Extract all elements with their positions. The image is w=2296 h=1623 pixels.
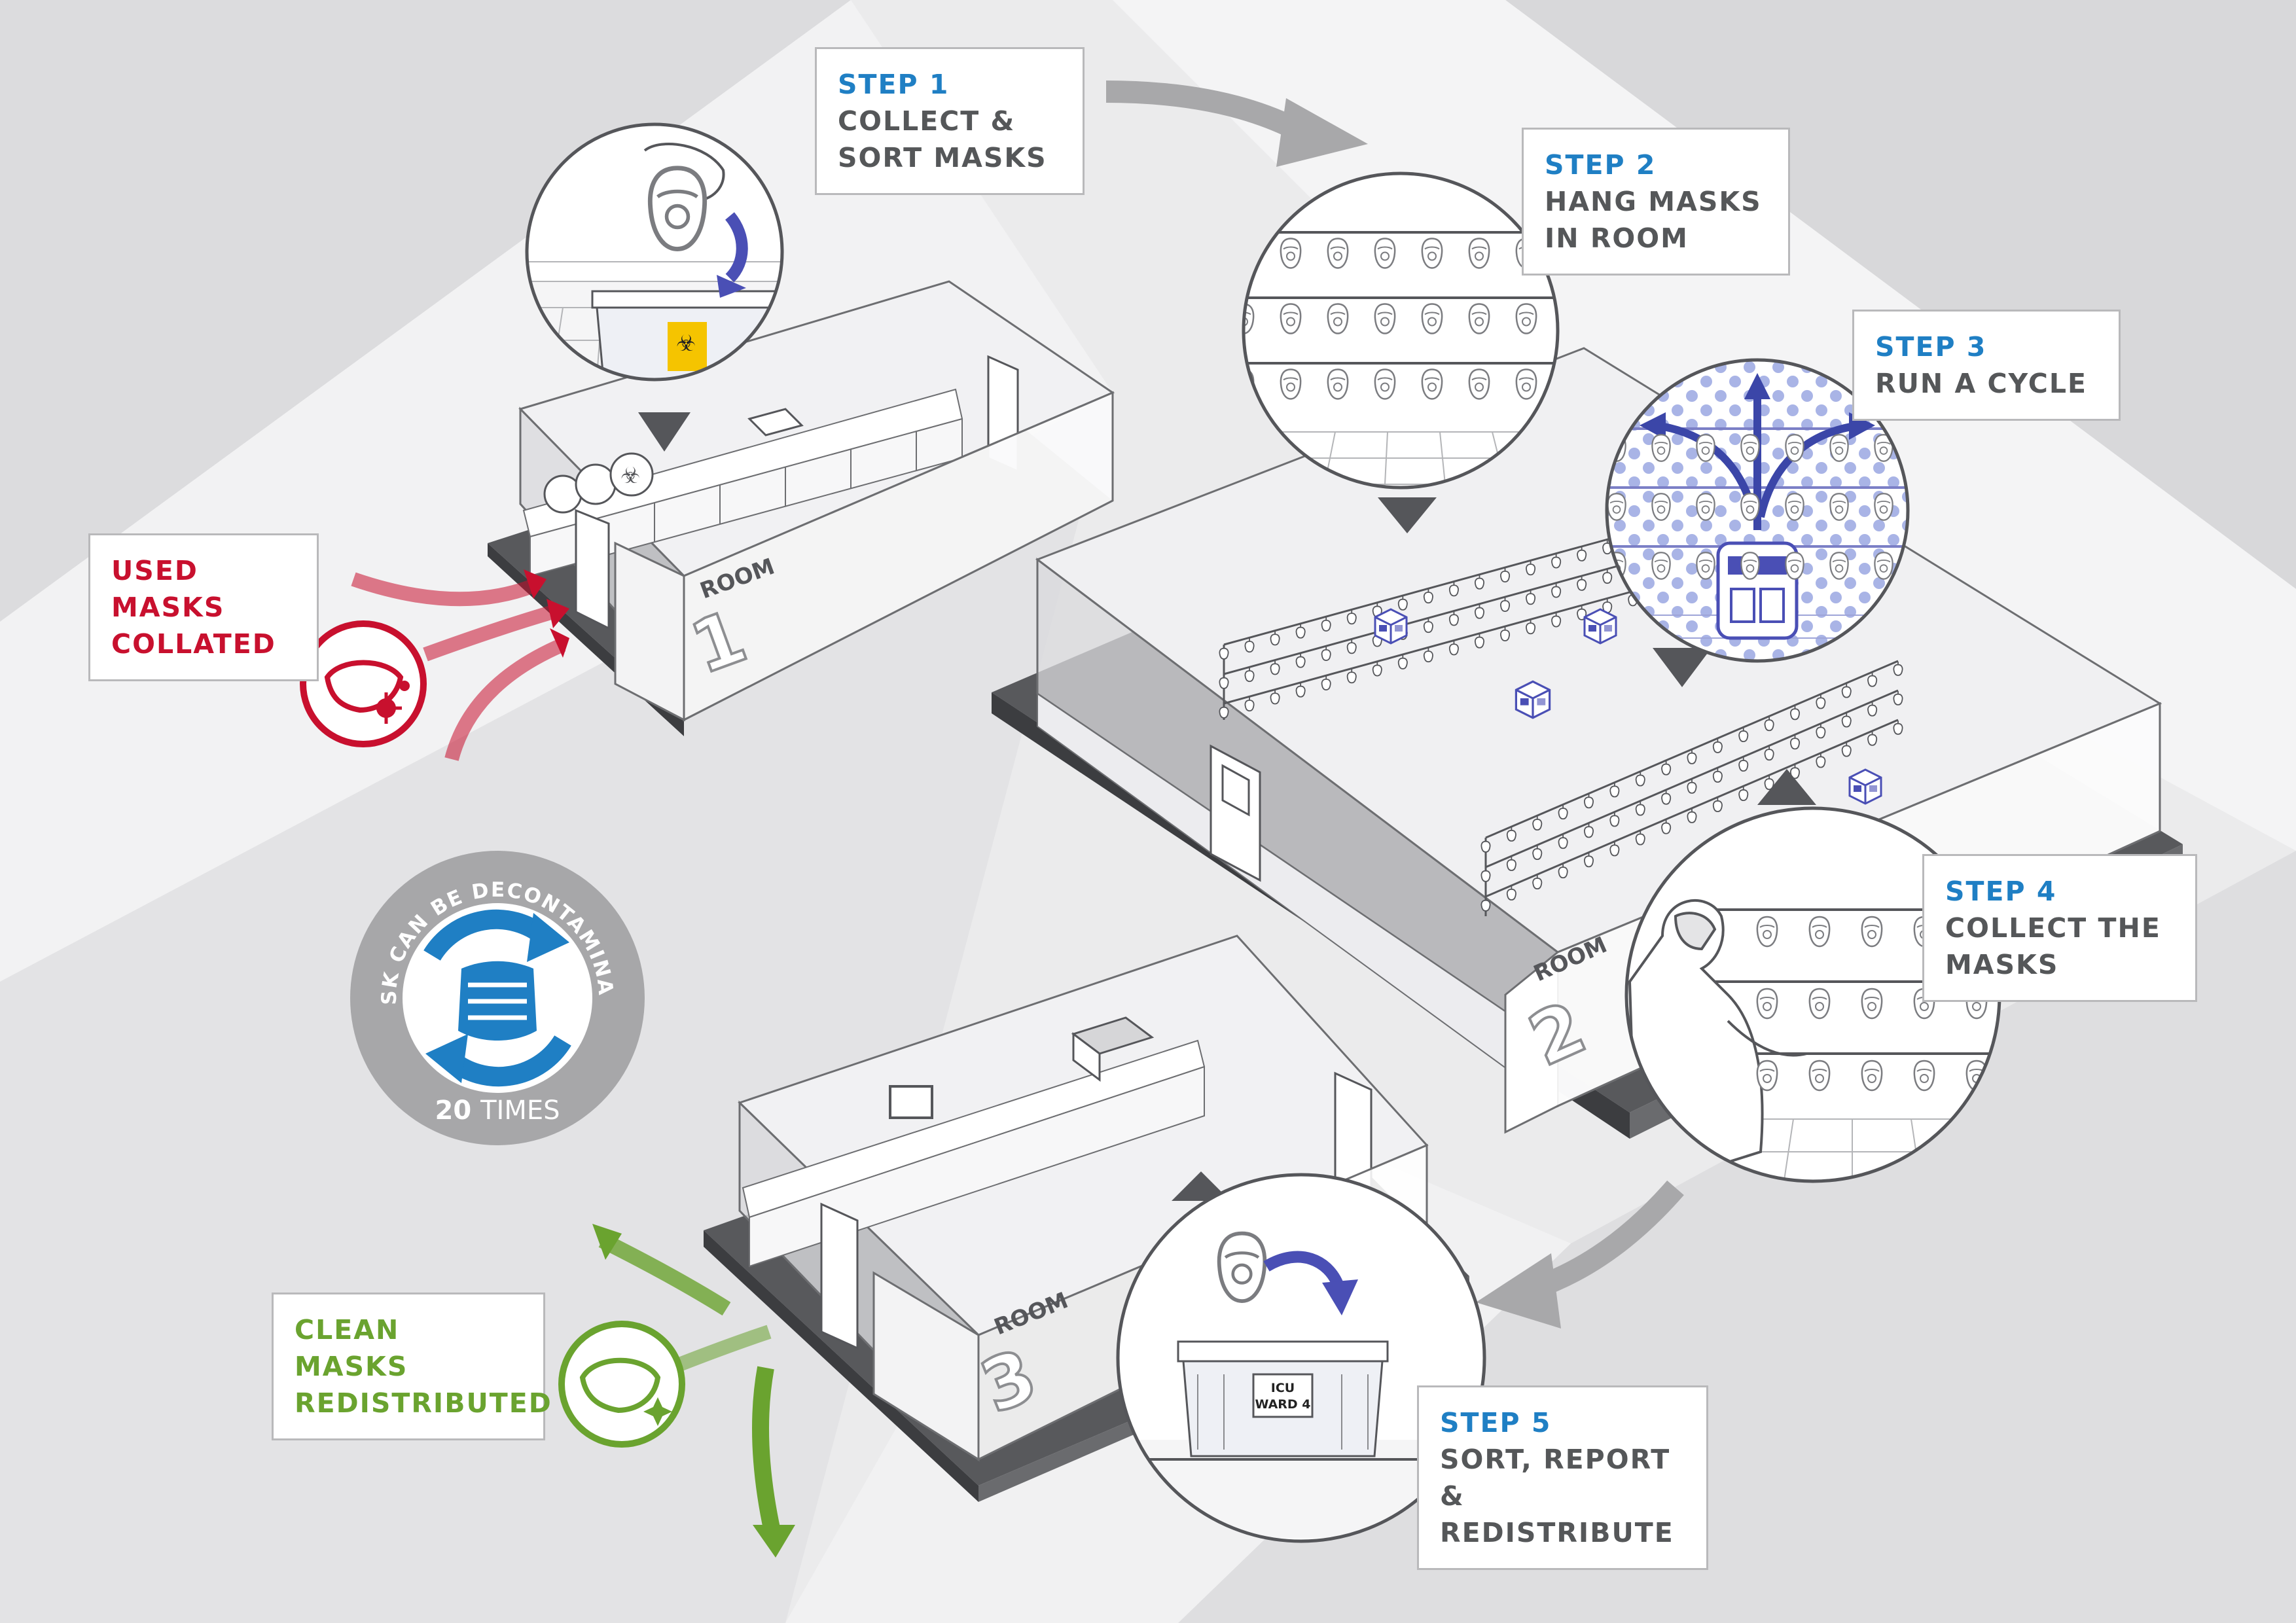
used-masks-line-1: USED MASKS <box>111 555 225 623</box>
decontamination-device-icon <box>1848 768 1882 805</box>
biohazard-bags: ☣ <box>543 452 654 514</box>
clean-mask-sparkle-icon <box>558 1321 685 1448</box>
mask-icon <box>1515 368 1537 400</box>
mask-icon <box>1740 552 1760 580</box>
step-4-text-line-1: COLLECT THE <box>1945 912 2161 944</box>
mask-icon <box>1607 493 1626 522</box>
step-1-callout: STEP 1 COLLECT & SORT MASKS <box>815 47 1085 195</box>
mask-icon <box>1651 493 1671 522</box>
mask-icon <box>1327 303 1349 334</box>
step-2-illustration <box>1242 171 1560 533</box>
mask-icon <box>1785 493 1804 522</box>
step-5-label: STEP 5 <box>1440 1407 1552 1438</box>
mask-icon <box>1219 1234 1265 1302</box>
mask-icon <box>1515 303 1537 334</box>
clean-masks-line-2: REDISTRIBUTED <box>295 1387 552 1419</box>
recycle-mask-icon <box>458 961 537 1041</box>
mask-icon <box>1808 1060 1831 1092</box>
mask-icon <box>1468 238 1490 269</box>
step-4-text-line-2: MASKS <box>1945 949 2059 980</box>
mask-icon <box>650 168 704 249</box>
decontamination-device-icon <box>1583 608 1617 645</box>
mask-icon <box>1785 552 1804 580</box>
used-masks-callout: USED MASKS COLLATED <box>88 533 319 681</box>
mask-icon <box>1808 988 1831 1020</box>
step-2-callout: STEP 2 HANG MASKS IN ROOM <box>1522 128 1790 276</box>
mask-icon <box>1280 368 1302 400</box>
flow-arrow-step1-to-step2 <box>1105 80 1368 167</box>
bin-label-line-1: ICU <box>1271 1381 1295 1395</box>
step-4-label: STEP 4 <box>1945 876 2057 907</box>
mask-icon <box>1651 552 1671 580</box>
mask-icon <box>1913 1060 1935 1092</box>
mask-icon <box>1861 988 1883 1020</box>
mask-icon <box>1740 434 1760 463</box>
step-4-callout: STEP 4 COLLECT THE MASKS <box>1922 854 2197 1002</box>
step-5-text-line-1: SORT, REPORT & <box>1440 1444 1671 1512</box>
step-3-illustration <box>1605 358 1910 687</box>
clean-masks-callout: CLEAN MASKS REDISTRIBUTED <box>272 1293 552 1440</box>
used-masks-line-2: COLLATED <box>111 628 276 660</box>
badge-count: 20 <box>435 1096 471 1126</box>
step-3-callout: STEP 3 RUN A CYCLE <box>1852 310 2121 421</box>
step-2-text-line-1: HANG MASKS <box>1545 186 1762 217</box>
flow-arrow-step4-to-step5 <box>1476 1180 1684 1329</box>
clean-masks-line-1: CLEAN MASKS <box>295 1314 408 1382</box>
biohazard-icon: ☣ <box>676 330 696 357</box>
step-2-label: STEP 2 <box>1545 149 1657 181</box>
badge-unit: TIMES <box>480 1096 560 1126</box>
mask-icon <box>1696 434 1715 463</box>
mask-icon <box>1327 238 1349 269</box>
mask-icon <box>1808 916 1831 948</box>
decontamination-device-icon <box>1374 608 1408 645</box>
step-1-illustration: ☣ <box>525 122 784 452</box>
mask-icon <box>1280 303 1302 334</box>
mask-icon <box>1829 552 1849 580</box>
mask-icon <box>1874 493 1893 522</box>
decontamination-device-icon <box>1515 680 1551 719</box>
mask-icon <box>1327 368 1349 400</box>
mask-icon <box>1696 493 1715 522</box>
step-1-label: STEP 1 <box>838 69 950 100</box>
mask-icon <box>1756 988 1778 1020</box>
used-masks-flow <box>351 569 569 761</box>
mask-icon <box>1421 238 1443 269</box>
mask-icon <box>1374 368 1396 400</box>
mask-icon <box>1785 434 1804 463</box>
step-1-text-line-2: SORT MASKS <box>838 142 1047 173</box>
room-1: ☣ ROOM 1 <box>488 280 1115 736</box>
mask-icon <box>1421 368 1443 400</box>
step-5-callout: STEP 5 SORT, REPORT & REDISTRIBUTE <box>1417 1385 1708 1570</box>
mask-icon <box>1280 238 1302 269</box>
step-1-text-line-1: COLLECT & <box>838 105 1016 137</box>
mask-icon <box>1651 434 1671 463</box>
step-5-text-line-2: REDISTRIBUTE <box>1440 1517 1674 1548</box>
step-2-text-line-2: IN ROOM <box>1545 223 1689 254</box>
mask-icon <box>1421 303 1443 334</box>
mask-icon <box>1374 238 1396 269</box>
mask-icon <box>1468 303 1490 334</box>
biohazard-icon: ☣ <box>620 463 640 489</box>
mask-icon <box>1829 434 1849 463</box>
step-3-text-line-1: RUN A CYCLE <box>1875 368 2087 399</box>
step-3-label: STEP 3 <box>1875 331 1987 363</box>
mask-icon <box>1861 1060 1883 1092</box>
used-mask-virus-icon <box>300 620 427 747</box>
mask-icon <box>1696 552 1715 580</box>
mask-icon <box>1829 493 1849 522</box>
svg-text:20 TIMES: 20 TIMES <box>435 1096 560 1126</box>
mask-icon <box>1756 916 1778 948</box>
bin-label-line-2: WARD 4 <box>1255 1397 1310 1412</box>
mask-icon <box>1861 916 1883 948</box>
mask-icon <box>1468 368 1490 400</box>
mask-icon <box>1874 552 1893 580</box>
mask-icon <box>1756 1060 1778 1092</box>
mask-icon <box>1374 303 1396 334</box>
mask-icon <box>1740 493 1760 522</box>
